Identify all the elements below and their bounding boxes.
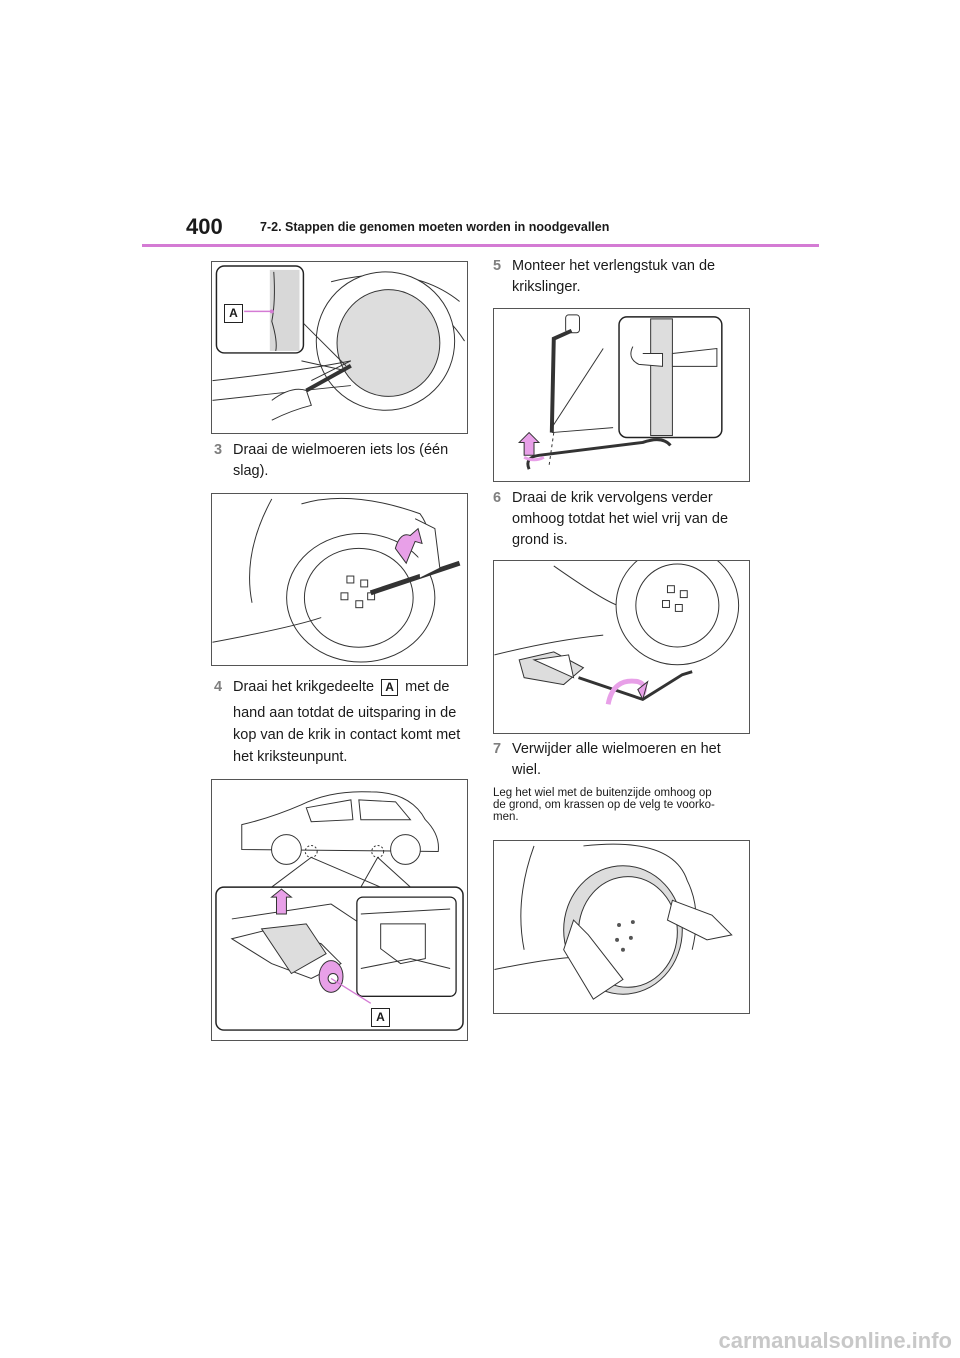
header-rule xyxy=(142,244,819,247)
jack-handle-illustration xyxy=(517,314,723,470)
callout-a-tag: A xyxy=(381,678,399,696)
step-text-line: omhoog totdat het wiel vrij van de xyxy=(512,511,729,527)
jack-raise-illustration xyxy=(494,561,740,705)
step-number: 4 xyxy=(214,679,223,695)
step-text-line: kop van de krik in contact komt met xyxy=(233,727,461,743)
step-3: 3 Draai de wielmoeren iets los (één slag… xyxy=(214,440,468,484)
step-number: 7 xyxy=(493,741,502,757)
step-5: 5 Monteer het verlengstuk van de kriksli… xyxy=(493,256,747,300)
step-number: 6 xyxy=(493,490,502,506)
step-text-before-tag: Draai het krikgedeelte xyxy=(233,679,375,695)
page-number: 400 xyxy=(186,214,223,239)
step-6: 6 Draai de krik vervolgens verder omhoog… xyxy=(493,488,747,554)
wheel-turn-illustration xyxy=(212,497,461,663)
car-jack-illustration xyxy=(215,791,464,1031)
watermark: carmanualsonline.info xyxy=(718,1328,953,1353)
step-text-line: Verwijder alle wielmoeren en het xyxy=(512,741,721,757)
figure-loosen-nuts-closeup: A xyxy=(211,261,468,434)
figure-jack-points: A xyxy=(211,779,468,1041)
figure-raise-jack xyxy=(493,560,750,734)
step-7: 7 Verwijder alle wielmoeren en het wiel. xyxy=(493,739,747,783)
wheel-wrench-illustration xyxy=(212,265,465,421)
step-text-line: Draai het krikgedeelte A met de xyxy=(233,677,449,698)
note: Leg het wiel met de buitenzijde omhoog o… xyxy=(493,787,753,827)
callout-a-label: A xyxy=(371,1008,390,1027)
step-text-line: wiel. xyxy=(512,762,542,778)
step-text-line: Draai de wielmoeren iets los (één xyxy=(233,442,449,458)
wheel-removal-illustration xyxy=(494,843,733,1000)
note-line: men. xyxy=(493,811,519,823)
step-text-line: het kriksteunpunt. xyxy=(233,749,348,765)
figure-turn-wrench xyxy=(211,493,468,666)
step-text-line: Monteer het verlengstuk van de xyxy=(512,258,716,274)
step-text-line: hand aan totdat de uitsparing in de xyxy=(233,705,457,721)
step-text-line: krikslinger. xyxy=(512,279,581,295)
step-text-line: Draai de krik vervolgens verder xyxy=(512,490,713,506)
figure-extension-mount xyxy=(493,308,750,482)
step-text-line: slag). xyxy=(233,463,269,479)
note-line: Leg het wiel met de buitenzijde omhoog o… xyxy=(493,787,712,799)
step-number: 3 xyxy=(214,442,223,458)
step-4: 4 Draai het krikgedeelte A met de hand a… xyxy=(214,677,468,769)
callout-a-label: A xyxy=(224,304,243,323)
step-text-after-tag: met de xyxy=(405,679,450,695)
step-number: 5 xyxy=(493,258,502,274)
step-text-line: grond is. xyxy=(512,532,568,548)
note-line: de grond, om krassen op de velg te voork… xyxy=(493,799,715,811)
figure-remove-wheel xyxy=(493,840,750,1014)
chapter-title: 7-2. Stappen die genomen moeten worden i… xyxy=(260,220,610,234)
